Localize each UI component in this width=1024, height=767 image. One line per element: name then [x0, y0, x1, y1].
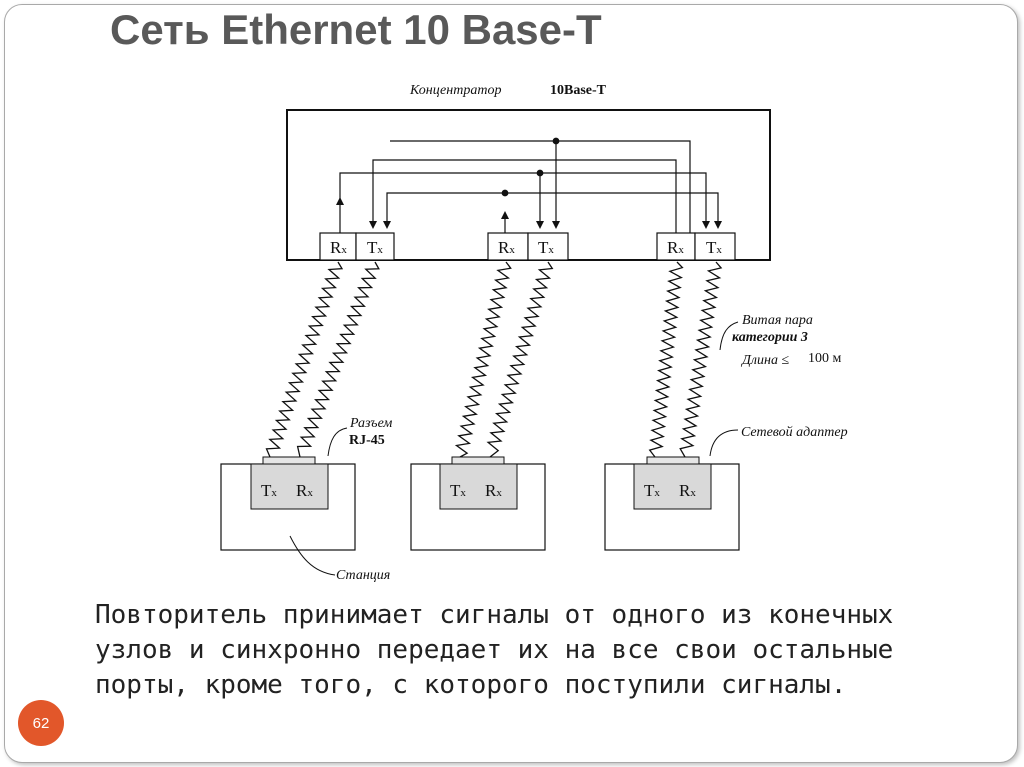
twisted-pair-wire [648, 261, 684, 458]
twisted-pair-wire [265, 261, 344, 458]
svg-text:Rx: Rx [485, 481, 502, 500]
svg-text:Rx: Rx [667, 238, 684, 257]
station-3: Tx Rx [604, 456, 740, 551]
svg-text:Tx: Tx [706, 238, 722, 257]
slide-title: Сеть Ethernet 10 Base-T [110, 6, 602, 53]
svg-text:Rx: Rx [679, 481, 696, 500]
svg-text:Tx: Tx [538, 238, 554, 257]
hub-label: Концентратор [409, 83, 501, 98]
hub-port-3: Rx Tx [656, 232, 736, 261]
page-number-badge: 62 [18, 700, 64, 746]
twisted-pair-wire [486, 261, 554, 458]
hub-port-2: Rx Tx [487, 232, 569, 261]
slide-body-text: Повторитель принимает сигналы от одного … [95, 600, 894, 700]
station-label: Станция [336, 568, 390, 583]
network-adapter [250, 463, 329, 510]
connector-model: RJ-45 [349, 433, 385, 448]
svg-text:Rx: Rx [330, 238, 347, 257]
svg-text:Tx: Tx [644, 481, 660, 500]
svg-text:Tx: Tx [367, 238, 383, 257]
twisted-pair-wire [679, 261, 723, 458]
svg-text:Rx: Rx [498, 238, 515, 257]
twisted-pair-cables [265, 261, 723, 458]
length-label: Длина ≤ [740, 353, 789, 368]
twisted-pair-wire [454, 261, 512, 458]
cable-category: категории 3 [732, 330, 808, 345]
svg-text:Rx: Rx [296, 481, 313, 500]
network-adapter [439, 463, 518, 510]
svg-text:Tx: Tx [261, 481, 277, 500]
station-2: Tx Rx [410, 456, 546, 551]
cable-label: Витая пара [742, 313, 813, 328]
length-value: 100 м [808, 351, 842, 366]
hub-model: 10Base-T [550, 83, 607, 98]
adapter-label: Сетевой адаптер [741, 425, 848, 440]
twisted-pair-wire [296, 261, 380, 458]
network-adapter [633, 463, 712, 510]
connector-label: Разъем [349, 416, 392, 431]
ethernet-diagram: Концентратор 10Base-T Rx Tx Rx Tx Rx [220, 83, 848, 583]
hub-internal-wiring [336, 137, 722, 233]
svg-text:Tx: Tx [450, 481, 466, 500]
annotation-leaders [289, 321, 739, 576]
station-1: Tx Rx [220, 456, 356, 551]
hub-port-1: Rx Tx [319, 232, 395, 261]
